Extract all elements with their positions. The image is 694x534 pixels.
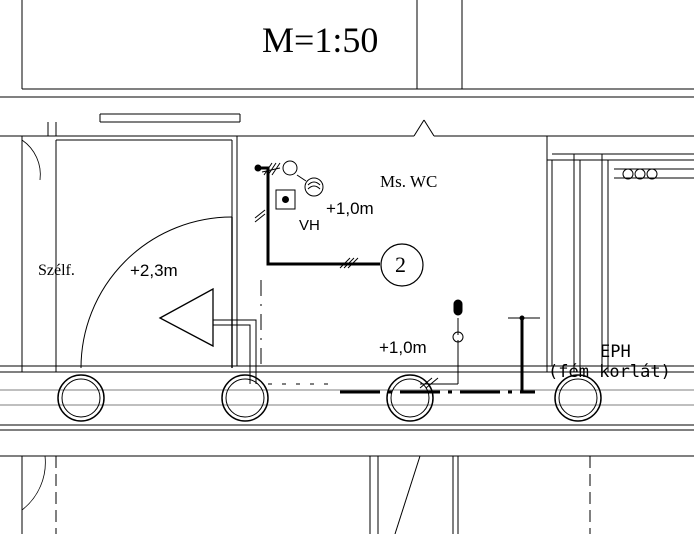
vh-label: VH xyxy=(299,217,320,234)
heater-symbol xyxy=(158,287,257,384)
vh-box xyxy=(275,189,296,210)
vh-height-label: +1,0m xyxy=(326,199,374,218)
wiring-lines xyxy=(254,162,540,394)
circuit-circle xyxy=(380,243,424,287)
lower-walls xyxy=(21,455,591,534)
room-name: Ms. WC xyxy=(380,172,438,191)
eph-note: (fém korlát) xyxy=(548,362,671,382)
door-label: Szélf. xyxy=(38,262,75,279)
switch-symbol xyxy=(452,299,464,343)
lamp-symbol xyxy=(282,160,324,197)
wall-outlines xyxy=(0,96,694,457)
circuit-number: 2 xyxy=(395,252,406,277)
junction-dot xyxy=(254,164,525,321)
door-swing xyxy=(21,139,233,369)
eph-label: EPH xyxy=(600,342,631,362)
switch-height-label: +1,0m xyxy=(379,338,427,357)
title-block-frame xyxy=(21,0,694,90)
heater-height-label: +2,3m xyxy=(130,261,178,280)
railing-posts xyxy=(57,374,602,422)
scale-label: M=1:50 xyxy=(262,20,379,60)
rail-coil-symbol xyxy=(614,168,694,180)
